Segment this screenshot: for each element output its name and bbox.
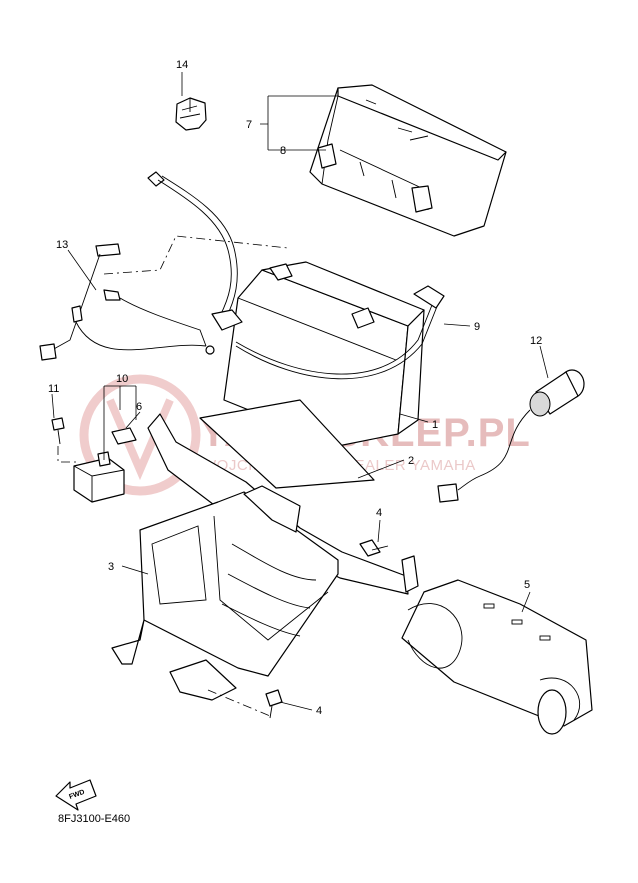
bolt-part-4-upper [359, 539, 389, 557]
battery-pad-part-2 [199, 399, 375, 489]
part-code: 8FJ3100-E460 [58, 813, 130, 825]
harness-dashed-leader [103, 235, 289, 275]
callout-14: 13 [56, 239, 68, 251]
callouts: 14 7 8 13 9 12 10 11 6 1 2 4 3 5 4 [48, 59, 542, 717]
callout-6: 8 [280, 145, 286, 157]
bolt-part-4-lower [265, 689, 283, 719]
callout-7: 10 [116, 373, 128, 385]
battery-box-part-3 [111, 413, 419, 701]
battery-part-1 [223, 261, 425, 447]
socket-part-13 [437, 369, 585, 503]
battery-band-part-10 [235, 285, 445, 380]
battery-cover-part-5 [309, 84, 507, 237]
leader-lines [51, 72, 549, 711]
callout-1: 1 [432, 419, 438, 431]
fuse-part-8 [111, 427, 137, 445]
callout-12: 5 [524, 579, 530, 591]
callout-3: 3 [108, 561, 114, 573]
fwd-arrow-icon: FWD [55, 779, 97, 811]
callout-8: 6 [136, 401, 142, 413]
wire-harness-part-14 [39, 243, 215, 361]
callout-11: 14 [176, 59, 188, 71]
callout-4b: 4 [316, 705, 322, 717]
callout-2: 2 [408, 455, 414, 467]
callout-13: 12 [530, 335, 542, 347]
callout-5: 7 [246, 119, 252, 131]
relay-part-7 [73, 451, 125, 503]
bolt-part-9 [51, 417, 65, 445]
battery-cable [147, 171, 243, 331]
relay-dashed-leader [57, 446, 76, 463]
bolt-dashed-leader [207, 689, 271, 717]
clip-part-11 [175, 97, 207, 131]
callout-4a: 4 [376, 507, 382, 519]
watermark-logo [79, 374, 201, 496]
callout-10: 9 [474, 321, 480, 333]
callout-9: 11 [48, 383, 59, 395]
protector-part-12 [401, 579, 593, 735]
